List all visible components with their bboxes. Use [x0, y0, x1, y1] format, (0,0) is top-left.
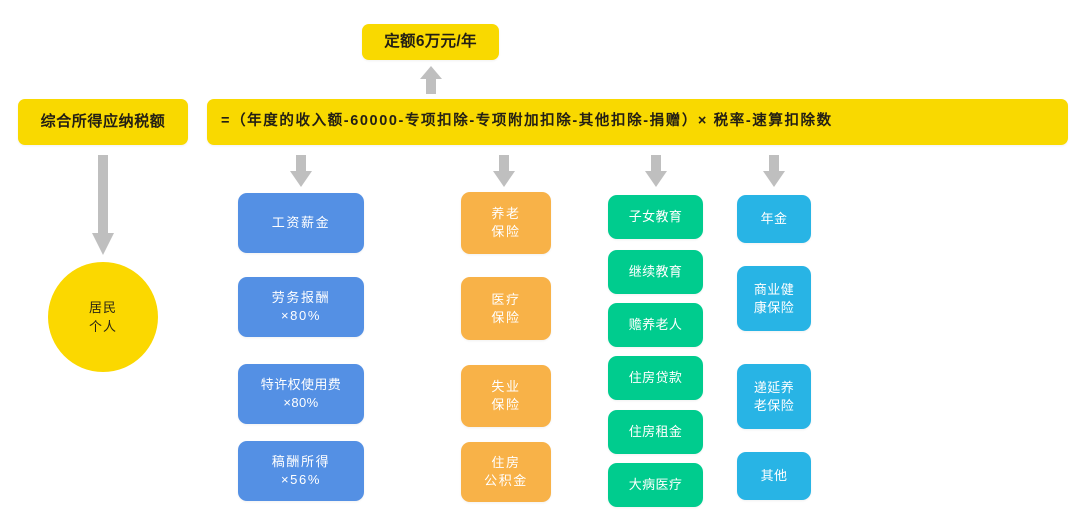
additional-deduction-item-child-education: 子女教育: [608, 195, 703, 239]
income-item-author-remuneration: 稿酬所得 ×56%: [238, 441, 364, 501]
other-deduction-item-annuity: 年金: [737, 195, 811, 243]
additional-deduction-item-serious-illness-medical: 大病医疗: [608, 463, 703, 507]
arrow-up-to-quota: [418, 66, 444, 94]
income-item-royalties: 特许权使用费 ×80%: [238, 364, 364, 424]
arrow-down-to-resident: [90, 155, 116, 255]
special-deduction-item-medical-insurance: 医疗 保险: [461, 277, 551, 340]
arrow-down-other-deduction-column: [761, 155, 787, 187]
additional-deduction-item-elderly-support: 赡养老人: [608, 303, 703, 347]
additional-deduction-item-continuing-education: 继续教育: [608, 250, 703, 294]
special-deduction-item-housing-fund: 住房 公积金: [461, 442, 551, 502]
arrow-down-special-deduction-column: [491, 155, 517, 187]
resident-individual-circle: 居民 个人: [48, 262, 158, 372]
taxable-amount-label: 综合所得应纳税额: [18, 99, 188, 145]
arrow-down-income-column: [288, 155, 314, 187]
special-deduction-item-pension-insurance: 养老 保险: [461, 192, 551, 254]
other-deduction-item-commercial-health-insurance: 商业健 康保险: [737, 266, 811, 331]
quota-badge: 定额6万元/年: [362, 24, 499, 60]
other-deduction-item-other: 其他: [737, 452, 811, 500]
income-item-labor-remuneration: 劳务报酬 ×80%: [238, 277, 364, 337]
additional-deduction-item-housing-rent: 住房租金: [608, 410, 703, 454]
income-item-salary: 工资薪金: [238, 193, 364, 253]
arrow-down-additional-deduction-column: [643, 155, 669, 187]
special-deduction-item-unemployment-insurance: 失业 保险: [461, 365, 551, 427]
additional-deduction-item-housing-loan: 住房贷款: [608, 356, 703, 400]
formula-bar: =（年度的收入额-60000-专项扣除-专项附加扣除-其他扣除-捐赠）× 税率-…: [207, 99, 1068, 145]
other-deduction-item-deferred-pension-insurance: 递延养 老保险: [737, 364, 811, 429]
